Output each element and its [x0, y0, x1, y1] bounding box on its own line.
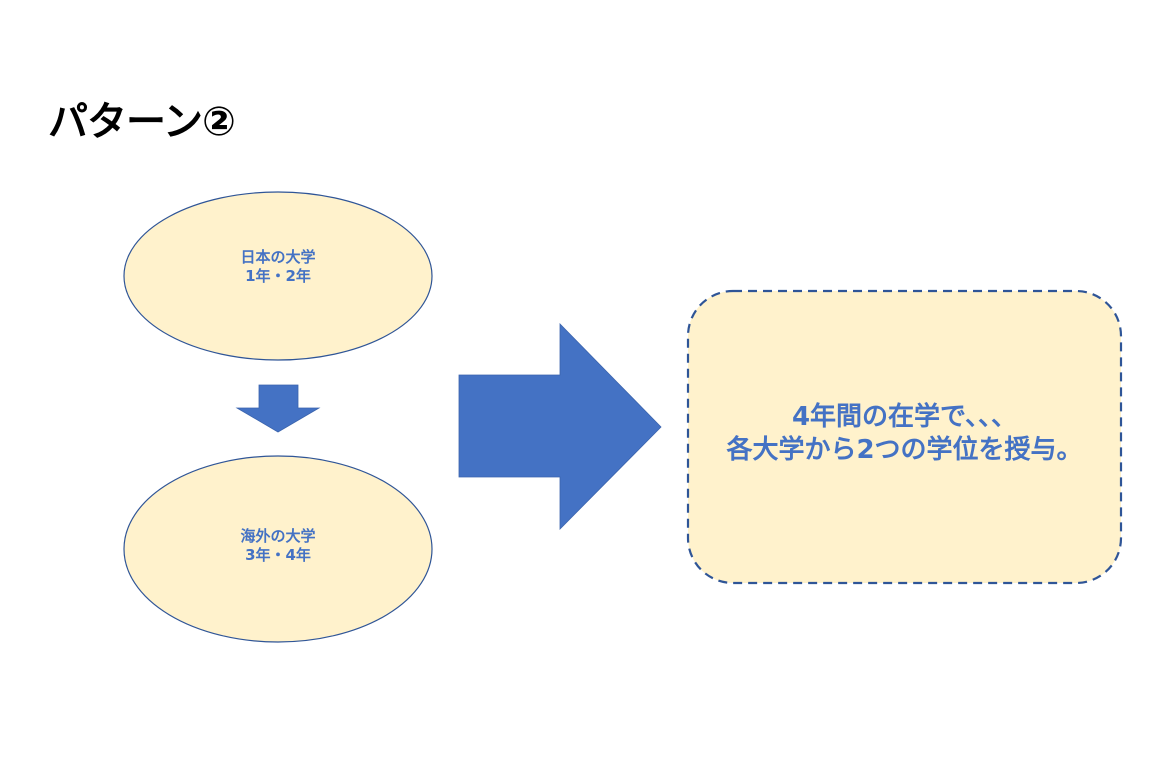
- stage-label-line: 日本の大学: [240, 248, 316, 266]
- down-arrow-icon: [235, 384, 321, 433]
- stage-label-japan: 日本の大学 1年・2年: [124, 248, 432, 286]
- stage-label-line: 3年・4年: [245, 546, 311, 564]
- right-arrow-icon: [458, 323, 662, 530]
- stage-ellipse-japan[interactable]: [123, 191, 433, 361]
- stage-ellipse-overseas[interactable]: [123, 455, 433, 643]
- stage-label-line: 海外の大学: [240, 527, 316, 545]
- page-title: パターン②: [48, 99, 236, 145]
- stage-label-overseas: 海外の大学 3年・4年: [124, 527, 432, 565]
- result-box[interactable]: [686, 289, 1123, 585]
- result-label: 4年間の在学で、、、 各大学から2つの学位を授与。: [687, 401, 1122, 467]
- stage-label-line: 1年・2年: [245, 267, 311, 285]
- result-label-line: 各大学から2つの学位を授与。: [726, 435, 1083, 465]
- result-label-line: 4年間の在学で、、、: [791, 402, 1018, 432]
